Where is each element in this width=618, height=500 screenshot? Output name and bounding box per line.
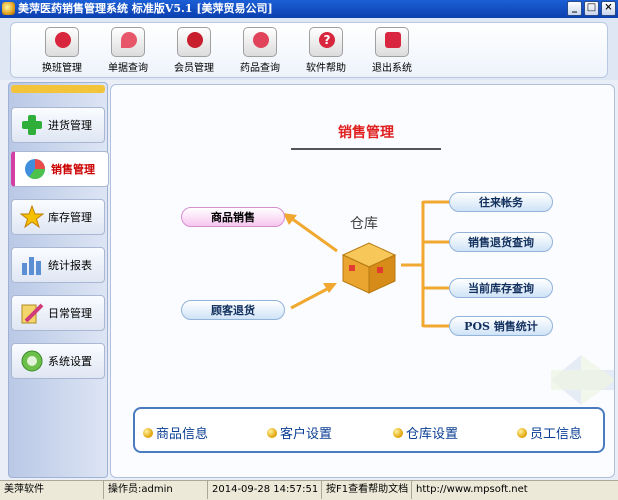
bullet-icon xyxy=(143,427,153,438)
sidebar-item-label: 库存管理 xyxy=(48,211,92,224)
sidebar-item-label: 统计报表 xyxy=(48,259,92,272)
sidebar: 进货管理 销售管理 库存管理 统计报表 日常管理 系统设置 xyxy=(8,82,109,478)
pos-sales-stats-button[interactable]: POS 销售统计 xyxy=(449,316,553,336)
sidebar-item-sales[interactable]: 销售管理 xyxy=(11,151,109,187)
warehouse-box-icon[interactable] xyxy=(341,242,397,294)
gear-icon xyxy=(21,350,43,372)
sidebar-item-purchase[interactable]: 进货管理 xyxy=(11,107,105,143)
title-underline xyxy=(291,148,441,150)
arrow-to-sales xyxy=(290,216,338,253)
magnifier-icon xyxy=(111,27,145,57)
members-icon xyxy=(177,27,211,57)
toolbar-button-label: 会员管理 xyxy=(174,63,214,74)
title-bar: 美萍医药销售管理系统 标准版V5.1 [美萍贸易公司] _ □ × xyxy=(0,0,618,18)
sidebar-item-label: 进货管理 xyxy=(48,119,92,132)
toolbar-button-label: 换班管理 xyxy=(42,63,82,74)
app-icon xyxy=(2,2,15,15)
close-button[interactable]: × xyxy=(601,1,616,16)
search-doc-icon xyxy=(243,27,277,57)
product-sales-button[interactable]: 商品销售 xyxy=(181,207,285,227)
employee-info-link[interactable]: 员工信息 xyxy=(517,423,582,442)
status-help: 按F1查看帮助文档 xyxy=(322,481,412,499)
toolbar-button-label: 退出系统 xyxy=(372,63,412,74)
arrow-head-icon xyxy=(323,283,337,293)
member-management-button[interactable]: 会员管理 xyxy=(165,27,223,77)
status-company: 美萍软件 xyxy=(0,481,104,499)
link-label: 商品信息 xyxy=(156,427,209,442)
window-title: 美萍医药销售管理系统 标准版V5.1 [美萍贸易公司] xyxy=(18,2,273,15)
toolbar: 换班管理 单据查询 会员管理 药品查询 ? 软件帮助 退出系统 xyxy=(0,18,618,80)
power-icon xyxy=(375,27,409,57)
arrow-from-returns xyxy=(290,286,330,310)
sidebar-item-label: 系统设置 xyxy=(48,355,92,368)
minimize-button[interactable]: _ xyxy=(567,1,582,16)
sidebar-item-daily[interactable]: 日常管理 xyxy=(11,295,105,331)
star-icon xyxy=(20,205,44,229)
sidebar-item-settings[interactable]: 系统设置 xyxy=(11,343,105,379)
bullet-icon xyxy=(517,427,527,438)
maximize-button[interactable]: □ xyxy=(584,1,599,16)
decor-arrow-right xyxy=(551,355,614,405)
software-help-button[interactable]: ? 软件帮助 xyxy=(297,27,355,77)
bullet-icon xyxy=(267,427,277,438)
page-title: 销售管理 xyxy=(338,125,394,141)
sidebar-item-reports[interactable]: 统计报表 xyxy=(11,247,105,283)
toolbar-button-label: 药品查询 xyxy=(240,63,280,74)
flow-diagram xyxy=(283,200,614,405)
warehouse-label: 仓库 xyxy=(350,216,378,232)
arrow-head-icon xyxy=(283,213,297,225)
warehouse-settings-link[interactable]: 仓库设置 xyxy=(393,423,458,442)
link-label: 员工信息 xyxy=(530,427,583,442)
customer-return-button[interactable]: 顾客退货 xyxy=(181,300,285,320)
link-label: 客户设置 xyxy=(280,427,333,442)
sidebar-top-bar xyxy=(11,85,105,93)
sidebar-item-inventory[interactable]: 库存管理 xyxy=(11,199,105,235)
shift-management-button[interactable]: 换班管理 xyxy=(33,27,91,77)
quick-links-panel: 商品信息 客户设置 仓库设置 员工信息 xyxy=(133,407,605,453)
document-query-button[interactable]: 单据查询 xyxy=(99,27,157,77)
bullet-icon xyxy=(393,427,403,438)
main-panel: 销售管理 仓库 商品销售 顾客退货 往来帐务 销售退货查询 当前库存查询 POS… xyxy=(110,84,615,478)
status-bar: 美萍软件 操作员:admin 2014-09-28 14:57:51 按F1查看… xyxy=(0,480,618,500)
pencil-icon xyxy=(21,303,44,324)
plus-icon xyxy=(22,115,42,135)
status-datetime: 2014-09-28 14:57:51 xyxy=(208,481,322,499)
help-icon: ? xyxy=(309,27,343,57)
current-stock-query-button[interactable]: 当前库存查询 xyxy=(449,278,553,298)
user-swap-icon xyxy=(45,27,79,57)
bars-icon xyxy=(22,257,41,275)
pie-icon xyxy=(25,159,45,179)
toolbar-panel: 换班管理 单据查询 会员管理 药品查询 ? 软件帮助 退出系统 xyxy=(10,22,608,78)
customer-settings-link[interactable]: 客户设置 xyxy=(267,423,332,442)
status-operator: 操作员:admin xyxy=(104,481,208,499)
exit-system-button[interactable]: 退出系统 xyxy=(363,27,421,77)
sidebar-item-label: 日常管理 xyxy=(48,307,92,320)
link-label: 仓库设置 xyxy=(406,427,459,442)
sales-return-query-button[interactable]: 销售退货查询 xyxy=(449,232,553,252)
toolbar-button-label: 单据查询 xyxy=(108,63,148,74)
toolbar-button-label: 软件帮助 xyxy=(306,63,346,74)
status-url: http://www.mpsoft.net xyxy=(416,484,528,495)
accounts-button[interactable]: 往来帐务 xyxy=(449,192,553,212)
product-info-link[interactable]: 商品信息 xyxy=(143,423,208,442)
window-controls: _ □ × xyxy=(567,1,616,16)
drug-query-button[interactable]: 药品查询 xyxy=(231,27,289,77)
sidebar-item-label: 销售管理 xyxy=(51,163,95,176)
